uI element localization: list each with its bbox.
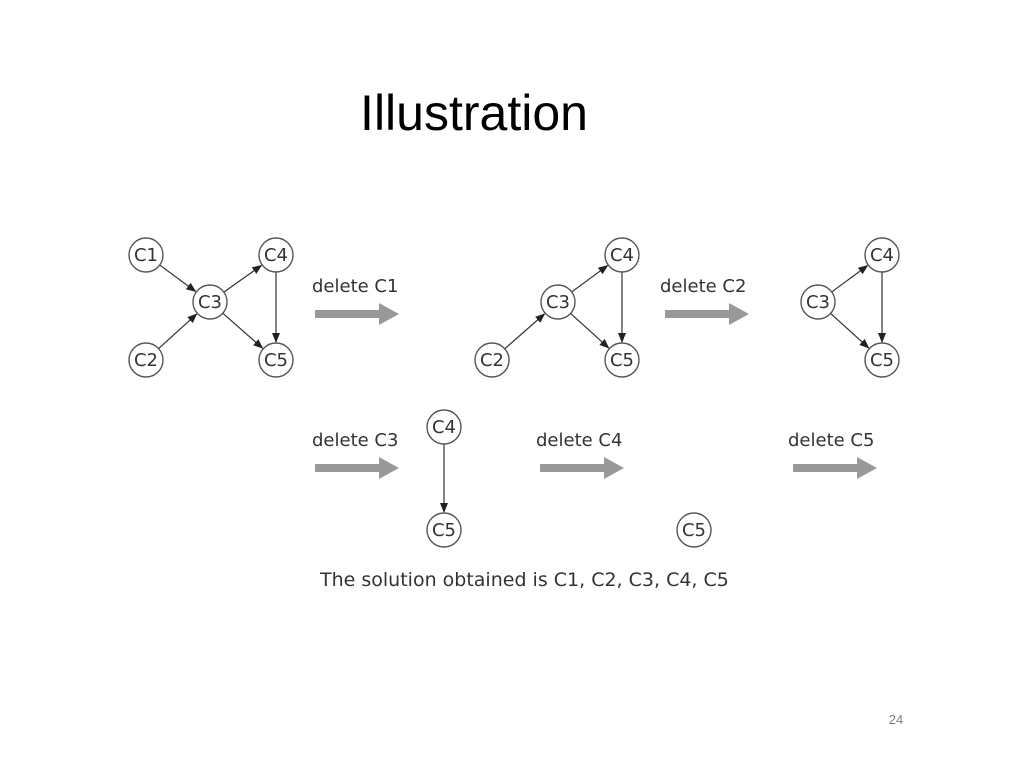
node-c5: C5 (426, 512, 462, 548)
node-label: C5 (610, 350, 634, 371)
node-circle (864, 237, 900, 273)
edge-c2-c3 (504, 313, 546, 350)
step-label: delete C4 (536, 430, 622, 451)
node-label: C5 (682, 520, 706, 541)
node-c4: C4 (604, 237, 640, 273)
node-circle (800, 284, 836, 320)
slide-title: Illustration (360, 85, 588, 141)
node-label: C4 (610, 245, 634, 266)
node-circle (604, 342, 640, 378)
step-label: delete C3 (312, 430, 398, 451)
slide-number: 24 (888, 712, 904, 727)
node-circle (258, 342, 294, 378)
node-c2: C2 (128, 342, 164, 378)
step-arrow-icon (315, 457, 399, 479)
node-label: C3 (806, 292, 830, 313)
edge-c3-c4 (223, 264, 263, 293)
node-circle (192, 284, 228, 320)
node-label: C5 (432, 520, 456, 541)
node-c5: C5 (258, 342, 294, 378)
edge-c3-c4 (831, 265, 869, 293)
node-c2: C2 (474, 342, 510, 378)
node-label: C3 (546, 292, 570, 313)
node-c1: C1 (128, 237, 164, 273)
node-label: C2 (134, 350, 158, 371)
edge-c3-c5 (830, 312, 870, 349)
node-circle (864, 342, 900, 378)
step-arrow-icon (540, 457, 624, 479)
node-circle (258, 237, 294, 273)
edge-c3-c4 (571, 265, 609, 293)
node-c4: C4 (426, 409, 462, 445)
node-c3: C3 (192, 284, 228, 320)
node-circle (426, 512, 462, 548)
node-circle (604, 237, 640, 273)
step-label: delete C5 (788, 430, 874, 451)
node-c5: C5 (864, 342, 900, 378)
edge-c2-c3 (158, 313, 198, 350)
edge-c3-c5 (222, 312, 264, 349)
node-c3: C3 (800, 284, 836, 320)
node-c5: C5 (676, 512, 712, 548)
node-label: C5 (264, 350, 288, 371)
step-arrow-icon (315, 303, 399, 325)
node-label: C2 (480, 350, 504, 371)
node-circle (474, 342, 510, 378)
step-label: delete C1 (312, 276, 398, 297)
node-circle (128, 342, 164, 378)
edge-c3-c5 (570, 312, 610, 349)
step-arrow-icon (793, 457, 877, 479)
node-c4: C4 (258, 237, 294, 273)
solution-caption: The solution obtained is C1, C2, C3, C4,… (319, 569, 729, 591)
node-circle (540, 284, 576, 320)
node-label: C4 (264, 245, 288, 266)
node-circle (676, 512, 712, 548)
node-label: C4 (870, 245, 894, 266)
node-label: C3 (198, 292, 222, 313)
node-c4: C4 (864, 237, 900, 273)
node-label: C1 (134, 245, 158, 266)
node-circle (426, 409, 462, 445)
node-c5: C5 (604, 342, 640, 378)
edge-c1-c3 (159, 264, 197, 292)
step-arrow-icon (665, 303, 749, 325)
node-label: C5 (870, 350, 894, 371)
node-c3: C3 (540, 284, 576, 320)
node-label: C4 (432, 417, 456, 438)
node-circle (128, 237, 164, 273)
step-label: delete C2 (660, 276, 746, 297)
